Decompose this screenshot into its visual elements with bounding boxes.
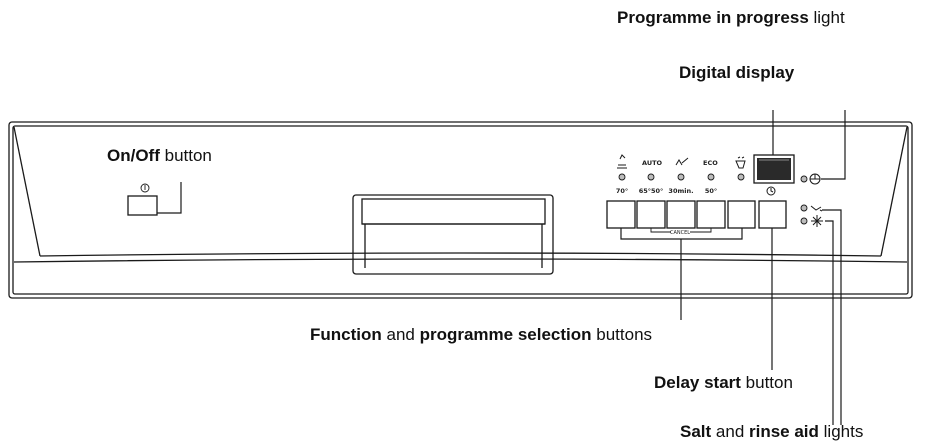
door-handle[interactable] [352, 194, 554, 275]
prewash-icon [735, 156, 746, 169]
onoff-button[interactable] [127, 195, 158, 216]
digital-display-callout: Digital display [679, 63, 795, 82]
led-prewash [737, 173, 745, 181]
onoff-callout: On/Off button [107, 146, 212, 165]
cancel-bracket [650, 228, 712, 233]
delay-start-button[interactable] [758, 200, 787, 229]
programme-button-4 [696, 200, 726, 229]
programme-button-3 [666, 200, 696, 229]
progress-icon [809, 173, 821, 185]
program-label-eco: ECO [703, 159, 718, 167]
salt-icon [810, 205, 823, 212]
delay-start-callout: Delay start button [654, 373, 793, 392]
led-quick [677, 173, 685, 181]
programme-buttons[interactable] [606, 200, 756, 229]
cancel-label: CANCEL [670, 230, 690, 236]
programme-button-5 [727, 200, 756, 229]
panel-body [8, 121, 913, 299]
clock-icon [766, 186, 776, 196]
temp-label-3: 30min. [668, 187, 693, 195]
programme-button-1 [606, 200, 636, 229]
temp-label-2: 65°50° [639, 187, 664, 195]
programme-leds [618, 173, 745, 181]
rinse-aid-led [800, 217, 808, 225]
leader-lines [157, 110, 846, 425]
temp-label-1: 70° [616, 187, 628, 195]
temp-label-4: 50° [705, 187, 717, 195]
led-eco [707, 173, 715, 181]
function-callout: Function and programme selection buttons [310, 325, 653, 344]
led-auto [647, 173, 655, 181]
salt-led [800, 204, 808, 212]
glass-icon [617, 154, 627, 169]
programme-button-2 [636, 200, 666, 229]
rinse-aid-icon [811, 215, 823, 227]
led-intensive [618, 173, 626, 181]
quick-wash-icon [675, 157, 689, 166]
program-label-auto: AUTO [642, 159, 663, 167]
salt-rinse-callout: Salt and rinse aid lights [680, 422, 864, 441]
progress-led [800, 175, 808, 183]
power-icon [140, 183, 150, 193]
digital-display [753, 154, 795, 184]
programme-light-callout: Programme in progress light [617, 8, 845, 27]
